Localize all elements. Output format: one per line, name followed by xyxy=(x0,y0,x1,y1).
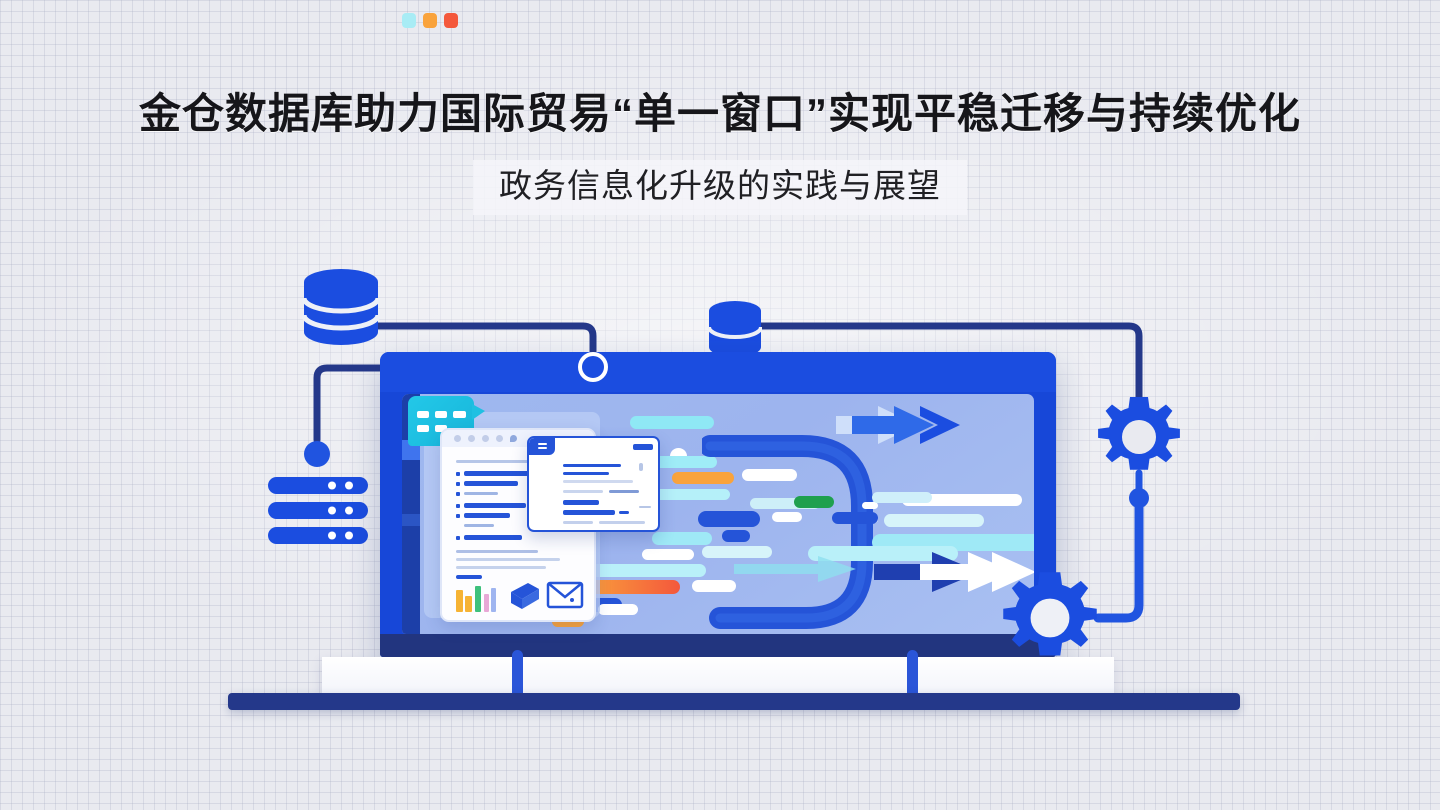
flow-pill xyxy=(862,502,878,509)
connector-gear-to-gear xyxy=(1093,498,1144,623)
sidebar-item[interactable] xyxy=(402,514,420,526)
flow-pill xyxy=(722,530,750,542)
database-cylinder-large xyxy=(302,269,380,345)
window-dot-red[interactable] xyxy=(444,13,458,28)
flow-pill xyxy=(884,514,984,527)
inner-dialog-window[interactable] xyxy=(527,436,660,532)
book-icon xyxy=(511,583,539,609)
flow-pill xyxy=(672,472,734,484)
title-block: 金仓数据库助力国际贸易“单一窗口”实现平稳迁移与持续优化 政务信息化升级的实践与… xyxy=(0,0,1440,215)
gear-connector-node-dot xyxy=(1129,488,1149,508)
flow-pill xyxy=(702,546,772,558)
flow-pill xyxy=(794,496,834,508)
flow-pill xyxy=(742,469,797,481)
flow-pill xyxy=(698,511,760,527)
flow-pill xyxy=(600,489,730,500)
laptop-stand-left xyxy=(512,650,523,698)
inner-window-dot[interactable] xyxy=(454,435,461,442)
gear-top-right-icon xyxy=(1098,397,1180,470)
server-rack xyxy=(268,477,368,544)
data-pipe-curve xyxy=(702,435,873,629)
laptop-foot-bar xyxy=(228,693,1240,710)
inner-window-dot[interactable] xyxy=(482,435,489,442)
inner-window-dot[interactable] xyxy=(468,435,475,442)
connector-database-small-to-gear xyxy=(756,322,1143,404)
flow-pill xyxy=(588,564,706,577)
flow-pill xyxy=(580,580,680,594)
flow-pill xyxy=(642,549,694,560)
flow-pill xyxy=(808,546,958,561)
arrow-cluster-right xyxy=(874,552,1034,592)
flow-pill xyxy=(902,494,1022,506)
connector-window-to-server-rack xyxy=(313,364,396,444)
flow-pill xyxy=(652,532,712,545)
window-dot-cyan[interactable] xyxy=(402,13,416,28)
envelope-icon xyxy=(546,581,584,609)
arrow-cluster-top xyxy=(836,406,960,444)
connector-database-to-window xyxy=(368,322,597,356)
flow-pill xyxy=(630,416,714,429)
gear-bottom-right-icon xyxy=(1003,572,1097,656)
mini-bar-chart xyxy=(456,586,496,612)
inner-window-dot[interactable] xyxy=(496,435,503,442)
database-cylinder-small xyxy=(708,301,762,356)
flow-pill xyxy=(872,492,932,503)
server-rack-node-dot xyxy=(304,441,330,467)
flow-pill xyxy=(598,604,638,615)
flow-pill xyxy=(772,512,802,522)
flow-pill xyxy=(750,498,820,509)
laptop-stand-right xyxy=(907,650,918,698)
flow-pill xyxy=(692,580,736,592)
laptop-bottom-bezel xyxy=(380,634,1056,657)
page-title: 金仓数据库助力国际贸易“单一窗口”实现平稳迁移与持续优化 xyxy=(138,90,1301,137)
laptop-base xyxy=(322,657,1114,697)
chat-bubble-tail xyxy=(472,404,485,420)
inner-window-dot[interactable] xyxy=(510,435,517,442)
page-subtitle: 政务信息化升级的实践与展望 xyxy=(473,160,967,215)
window-node-ring xyxy=(578,352,608,382)
browser-titlebar xyxy=(380,352,1056,392)
arrow-teal xyxy=(734,556,856,582)
dialog-tab-badge xyxy=(529,438,555,455)
window-dot-orange[interactable] xyxy=(423,13,437,28)
flow-pill xyxy=(832,512,878,524)
